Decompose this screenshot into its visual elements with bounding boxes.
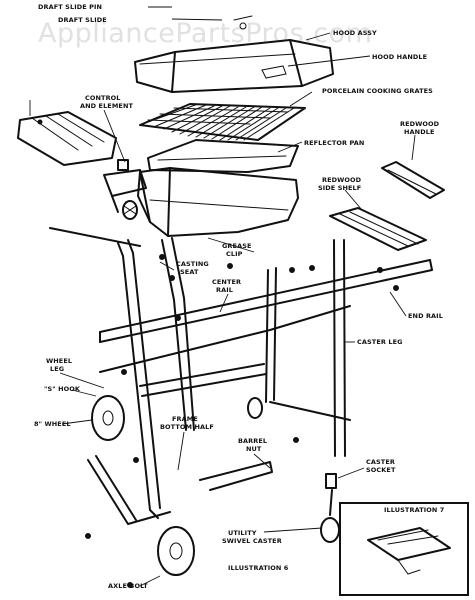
label-reflector-pan: REFLECTOR PAN — [304, 139, 364, 147]
swivel-caster — [320, 473, 340, 543]
label-casting-seat-2: SEAT — [180, 268, 199, 276]
label-8-inch-wheel: 8" WHEEL — [34, 420, 71, 428]
label-center-rail-1: CENTER — [212, 278, 241, 286]
label-hood-handle: HOOD HANDLE — [372, 53, 427, 61]
left-redwood-panel — [17, 111, 117, 166]
hood-assembly — [134, 15, 334, 93]
label-draft-slide: DRAFT SLIDE — [58, 16, 107, 24]
label-casting-seat-1: CASTING — [176, 260, 209, 268]
label-frame-bottom-1: FRAME — [172, 415, 198, 423]
label-side-shelf-2: SIDE SHELF — [318, 184, 361, 192]
label-control-1: CONTROL — [85, 94, 121, 102]
label-s-hook: "S" HOOK — [44, 385, 81, 393]
label-wheel-leg-1: WHEEL — [46, 357, 72, 365]
label-caster-socket-1: CASTER — [366, 458, 395, 466]
label-draft-slide-pin: DRAFT SLIDE PIN — [38, 3, 102, 11]
label-frame-bottom-2: BOTTOM HALF — [160, 423, 214, 431]
label-grease-clip-2: CLIP — [226, 250, 243, 258]
label-control-2: AND ELEMENT — [80, 102, 133, 110]
control-element — [103, 159, 147, 220]
label-redwood-handle-1: REDWOOD — [400, 120, 440, 128]
label-barrel-nut-1: BARREL — [238, 437, 267, 445]
label-caster-leg: CASTER LEG — [357, 338, 403, 346]
label-caster-socket-2: SOCKET — [366, 466, 396, 474]
redwood-side-shelf — [329, 207, 427, 251]
firebox — [137, 167, 299, 237]
callouts: DRAFT SLIDE PIN DRAFT SLIDE HOOD ASSY HO… — [34, 3, 444, 590]
small-caster — [247, 397, 263, 419]
leader-lines — [59, 237, 407, 587]
label-axle-bolt: AXLE BOLT — [108, 582, 148, 590]
label-illustration-6: ILLUSTRATION 6 — [228, 564, 289, 572]
label-utility-caster-1: UTILITY — [228, 529, 257, 537]
label-end-rail: END RAIL — [408, 312, 443, 320]
cooking-grate — [139, 103, 306, 141]
label-center-rail-2: RAIL — [216, 286, 233, 294]
illustration-7-inset — [339, 502, 469, 596]
watermark: AppliancePartsPros.com — [38, 18, 372, 49]
label-illustration-7: ILLUSTRATION 7 — [384, 506, 444, 514]
frame — [49, 227, 433, 525]
label-hood: HOOD ASSY — [333, 29, 377, 37]
label-barrel-nut-2: NUT — [246, 445, 262, 453]
wheel-illustration-6 — [157, 526, 195, 576]
label-side-shelf-1: REDWOOD — [322, 176, 362, 184]
label-wheel-leg-2: LEG — [50, 365, 64, 373]
redwood-handle — [381, 161, 445, 199]
label-utility-caster-2: SWIVEL CASTER — [222, 537, 282, 545]
hardware — [85, 254, 399, 588]
wheel-8-inch — [91, 395, 125, 441]
label-porcelain-grates: PORCELAIN COOKING GRATES — [322, 87, 433, 95]
label-grease-clip-1: GREASE — [222, 242, 252, 250]
label-redwood-handle-2: HANDLE — [404, 128, 435, 136]
